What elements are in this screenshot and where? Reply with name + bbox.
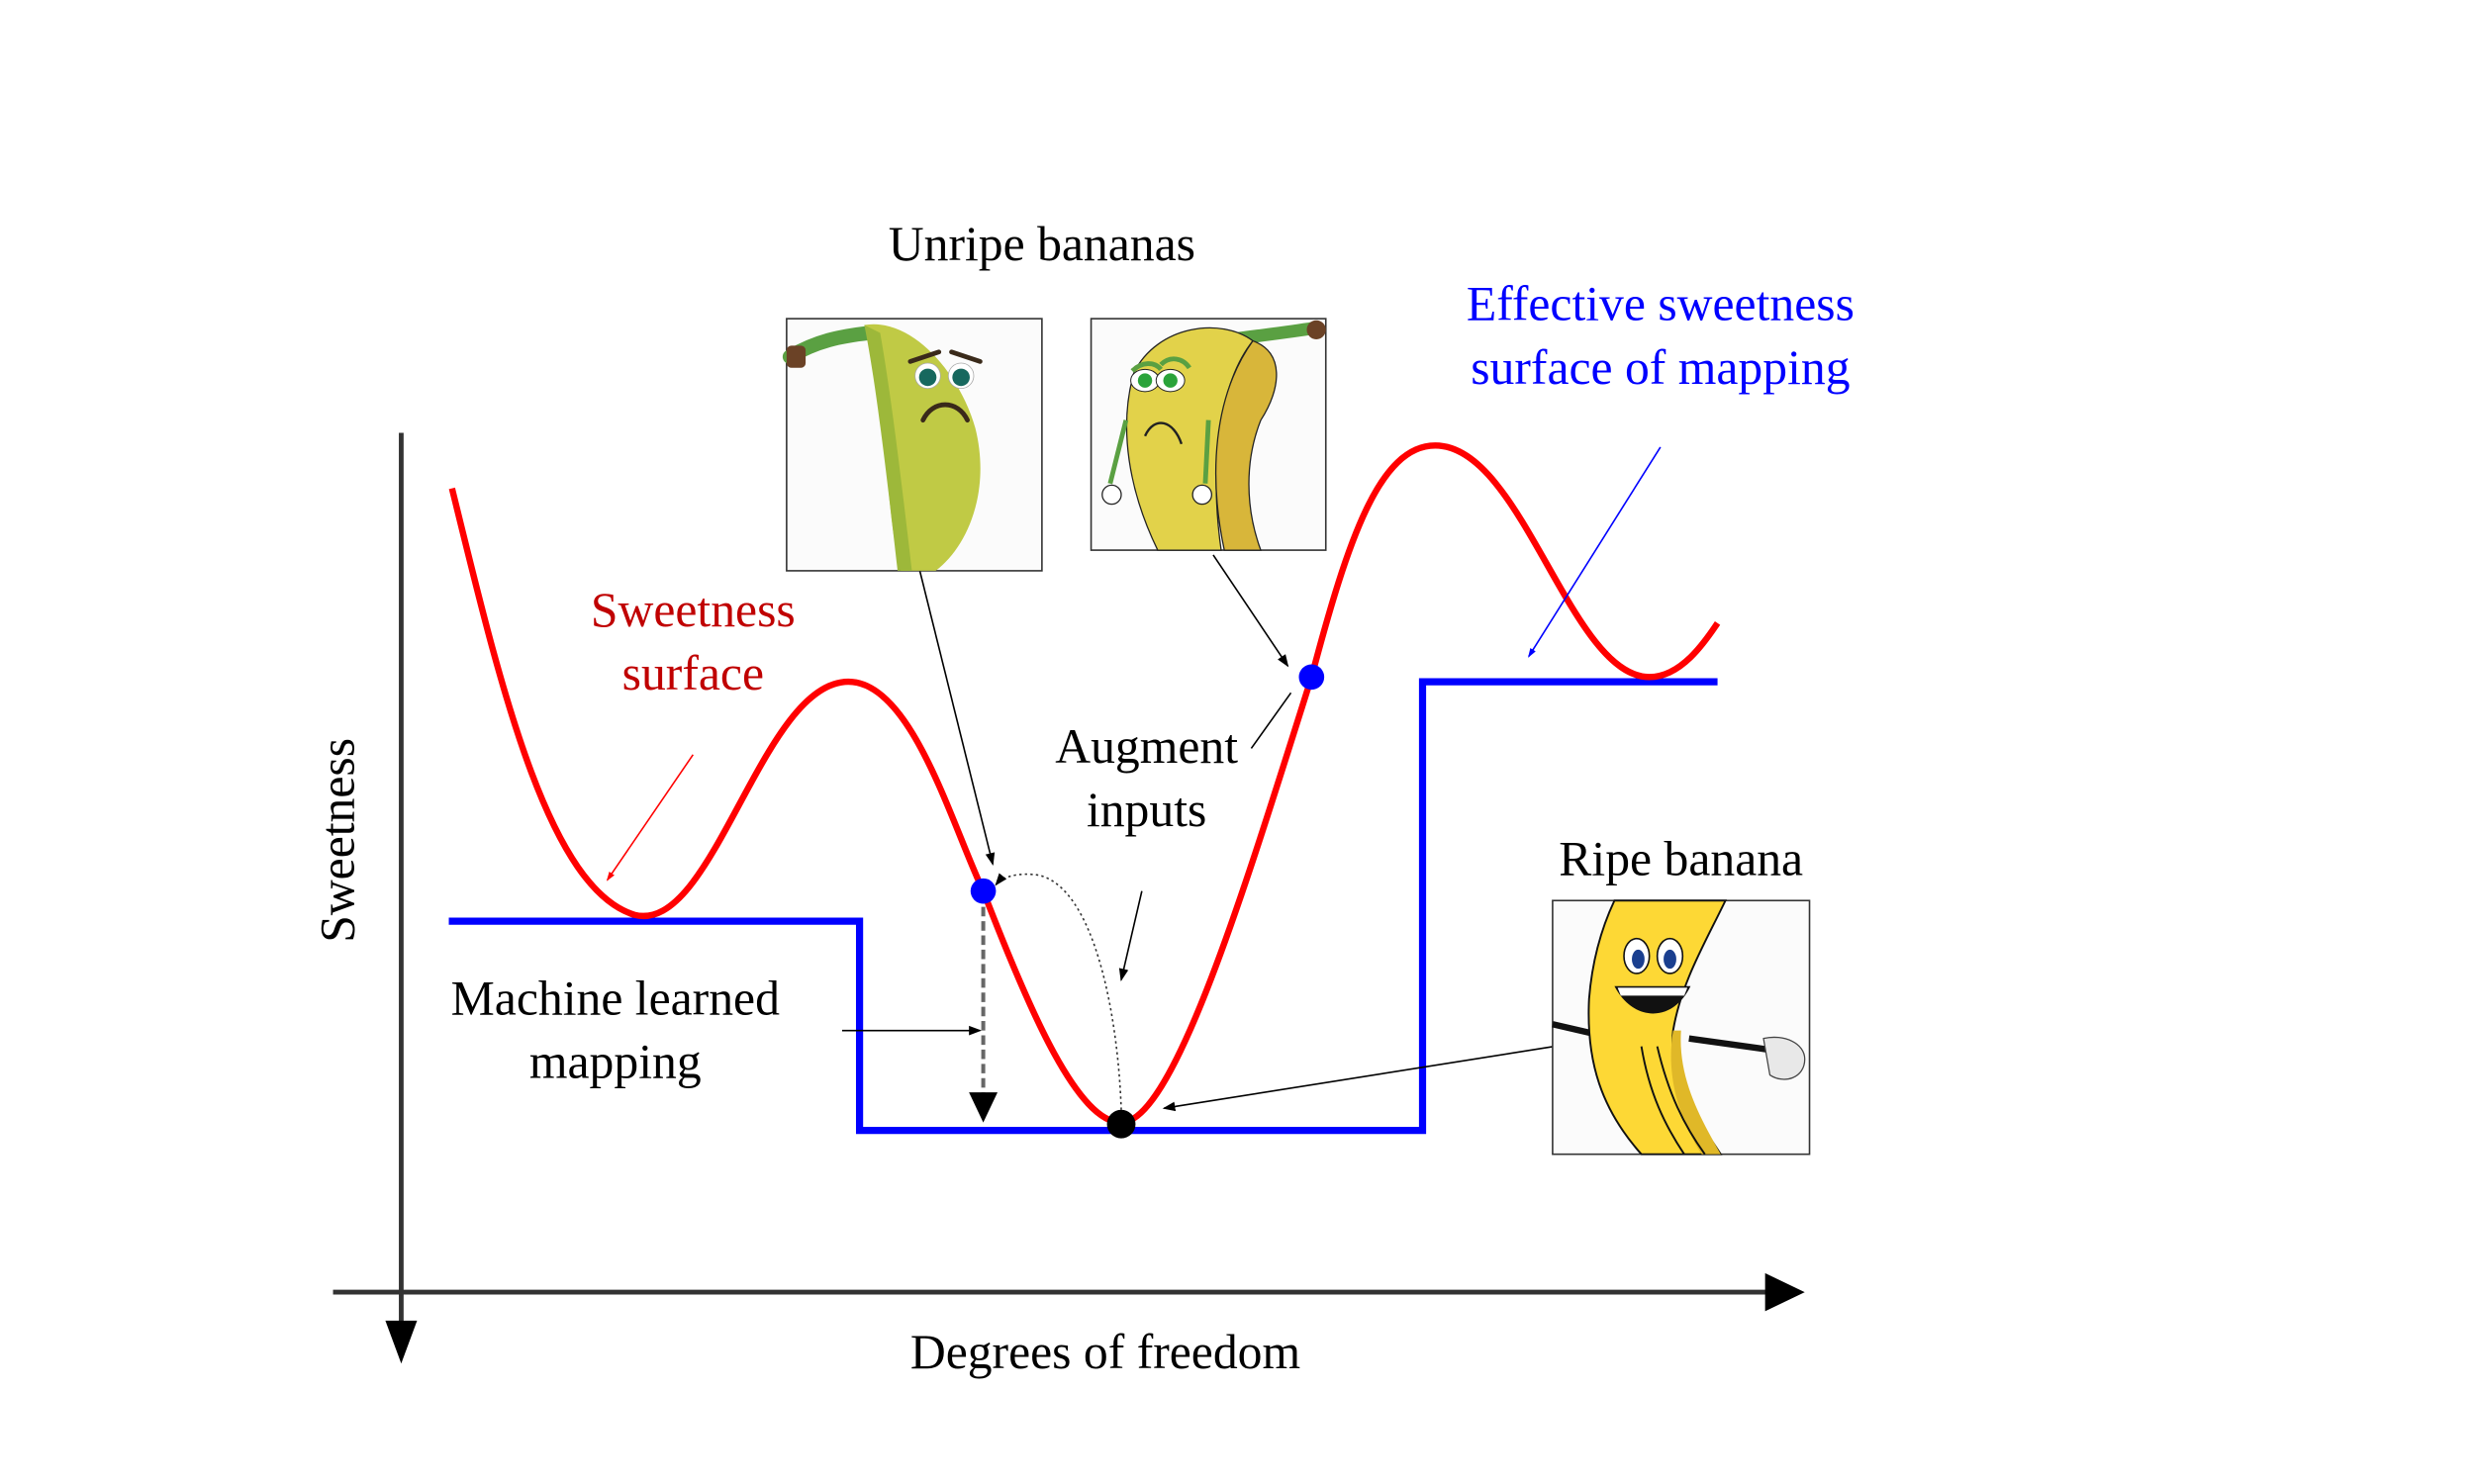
augmented-input-dot-1 <box>970 878 997 904</box>
sweetness-surface-line2: surface <box>622 646 764 700</box>
effective-label-line2: surface of mapping <box>1471 340 1850 395</box>
y-axis-arrow-icon <box>385 1320 418 1364</box>
augment-line2: inputs <box>1087 783 1206 837</box>
sweetness-surface-line1: Sweetness <box>591 583 796 637</box>
ripe-minimum-dot <box>1106 1109 1136 1139</box>
sweetness-surface-leader <box>606 754 694 881</box>
x-axis-arrow-icon <box>1764 1272 1805 1312</box>
augment-curve-arrow <box>995 873 1122 1110</box>
augment-to-curve-arrow <box>1118 890 1143 981</box>
augment-line1: Augment <box>1055 719 1238 774</box>
mapping-line2: mapping <box>529 1035 702 1089</box>
ripe-title: Ripe banana <box>1559 832 1803 886</box>
unripe-2-leader <box>1212 554 1289 668</box>
ripe-leader <box>1162 1045 1555 1112</box>
augmented-input-dot-2 <box>1298 664 1325 691</box>
unripe-title: Unripe bananas <box>889 217 1195 271</box>
y-axis <box>385 432 418 1364</box>
sad-green-banana-icon <box>782 318 1043 572</box>
sweetness-surface-curve <box>448 442 1721 1126</box>
x-axis-label: Degrees of freedom <box>910 1325 1300 1379</box>
machine-learned-mapping-step <box>448 678 1718 1135</box>
mapping-line1: Machine learned <box>451 972 780 1026</box>
x-axis <box>333 1272 1805 1312</box>
augment-to-dot-line <box>1250 692 1292 749</box>
effective-label-line1: Effective sweetness <box>1467 277 1855 331</box>
effective-surface-leader <box>1528 446 1662 658</box>
y-axis-label: Sweetness <box>310 738 364 943</box>
mapping-drop-arrow-icon <box>969 1092 999 1123</box>
sad-yellow-banana-icon <box>1090 318 1327 551</box>
unripe-1-leader <box>915 557 996 866</box>
happy-banana-icon <box>1552 899 1811 1156</box>
